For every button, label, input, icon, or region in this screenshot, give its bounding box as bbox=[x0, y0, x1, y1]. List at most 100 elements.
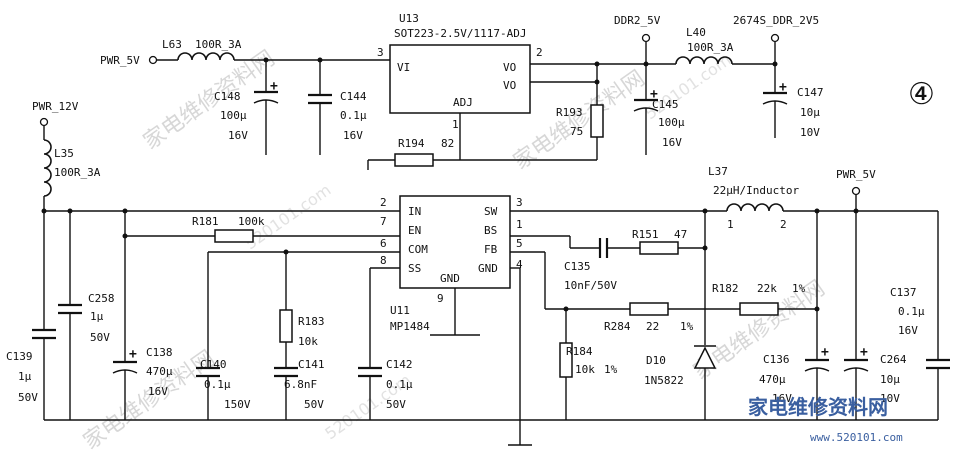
u13-pin-num-vi: 3 bbox=[377, 46, 384, 59]
u11-num-bs: 1 bbox=[516, 218, 523, 231]
r151-resistor bbox=[639, 241, 679, 255]
ddr2-5v-terminal bbox=[641, 33, 651, 43]
u13-pin-num-vo: 2 bbox=[536, 46, 543, 59]
u13-part: SOT223-2.5V/1117-ADJ bbox=[394, 27, 526, 40]
l37-value: 22µH/Inductor bbox=[713, 184, 799, 197]
r184-value: 10k bbox=[575, 363, 595, 376]
u11-pin-com: COM bbox=[408, 243, 428, 256]
c141-ref: C141 bbox=[298, 358, 325, 371]
c264-voltage: 10V bbox=[880, 392, 900, 405]
r184-tolerance: 1% bbox=[604, 363, 618, 376]
r194-value: 82 bbox=[441, 137, 454, 150]
c258-ref: C258 bbox=[88, 292, 115, 305]
r151-ref: R151 bbox=[632, 228, 659, 241]
l40-inductor bbox=[675, 56, 733, 65]
l35-inductor bbox=[43, 139, 52, 197]
svg-text:+: + bbox=[270, 79, 278, 94]
l35-value: 100R_3A bbox=[54, 166, 101, 179]
r284-value: 22 bbox=[646, 320, 659, 333]
u11-part: MP1484 bbox=[390, 320, 430, 333]
c137-value: 0.1µ bbox=[898, 305, 925, 318]
l37-inductor bbox=[726, 203, 784, 212]
c138-voltage: 16V bbox=[148, 385, 168, 398]
c135-value: 10nF/50V bbox=[564, 279, 617, 292]
u11-num-ss: 8 bbox=[380, 254, 387, 267]
c138-ref: C138 bbox=[146, 346, 173, 359]
u11-pin-bs: BS bbox=[484, 224, 497, 237]
u11-num-in: 2 bbox=[380, 196, 387, 209]
u11-num-gnd: 4 bbox=[516, 258, 523, 271]
c145-value: 100µ bbox=[658, 116, 685, 129]
r193-value: 75 bbox=[570, 125, 583, 138]
page-marker: ④ bbox=[908, 77, 935, 112]
r151-value: 47 bbox=[674, 228, 687, 241]
c136-voltage: 16V bbox=[772, 392, 792, 405]
ldo-section: PWR_5V L63 100R_3A + C148 100µ 16V C144 … bbox=[100, 12, 935, 170]
c139-voltage: 50V bbox=[18, 391, 38, 404]
pwr-5v-out-terminal bbox=[851, 186, 861, 196]
c145-ref: C145 bbox=[652, 98, 679, 111]
r284-tolerance: 1% bbox=[680, 320, 694, 333]
r193-ref: R193 bbox=[556, 106, 583, 119]
u13-pin-vi: VI bbox=[397, 61, 410, 74]
r194-resistor bbox=[394, 153, 434, 167]
r284-resistor bbox=[629, 302, 669, 316]
l37-ref: L37 bbox=[708, 165, 728, 178]
svg-text:+: + bbox=[821, 345, 829, 360]
r194-ref: R194 bbox=[398, 137, 425, 150]
c136-ref: C136 bbox=[763, 353, 790, 366]
net-label-pwr5v-in: PWR_5V bbox=[100, 54, 140, 67]
u11-num-fb: 5 bbox=[516, 237, 523, 250]
c144-value: 0.1µ bbox=[340, 109, 367, 122]
c147-voltage: 10V bbox=[800, 126, 820, 139]
c145-voltage: 16V bbox=[662, 136, 682, 149]
c258-value: 1µ bbox=[90, 310, 104, 323]
site-logo-text: 家电维修资料网 bbox=[748, 395, 888, 419]
c258-voltage: 50V bbox=[90, 331, 110, 344]
l37-pin1: 1 bbox=[727, 218, 734, 231]
site-logo: 家电维修资料网 www.520101.com bbox=[748, 395, 903, 444]
c148-value: 100µ bbox=[220, 109, 247, 122]
l63-value: 100R_3A bbox=[195, 38, 242, 51]
r183-ref: R183 bbox=[298, 315, 325, 328]
c148-ref: C148 bbox=[214, 90, 241, 103]
u11-body bbox=[399, 195, 511, 289]
u11-num-com: 6 bbox=[380, 237, 387, 250]
r182-value: 22k bbox=[757, 282, 777, 295]
r183-resistor bbox=[279, 309, 293, 343]
c147-ref: C147 bbox=[797, 86, 824, 99]
l63-inductor bbox=[177, 52, 235, 61]
u11-num-sw: 3 bbox=[516, 196, 523, 209]
r181-value: 100k bbox=[238, 215, 265, 228]
l40-value: 100R_3A bbox=[687, 41, 734, 54]
pwr-5v-in-terminal bbox=[148, 55, 158, 65]
r193-resistor bbox=[590, 104, 604, 138]
r182-ref: R182 bbox=[712, 282, 739, 295]
r284-ref: R284 bbox=[604, 320, 631, 333]
net-label-ddr-2v5: 2674S_DDR_2V5 bbox=[733, 14, 819, 27]
ddr-2v5-terminal bbox=[770, 33, 780, 43]
c144-ref: C144 bbox=[340, 90, 367, 103]
c138-value: 470µ bbox=[146, 365, 173, 378]
r183-value: 10k bbox=[298, 335, 318, 348]
pwr-12v-terminal bbox=[39, 117, 49, 127]
c142-value: 0.1µ bbox=[386, 378, 413, 391]
net-label-pwr12v: PWR_12V bbox=[32, 100, 79, 113]
svg-text:+: + bbox=[129, 347, 137, 362]
c264-value: 10µ bbox=[880, 373, 900, 386]
c148-voltage: 16V bbox=[228, 129, 248, 142]
c139-value: 1µ bbox=[18, 370, 32, 383]
d10-ref: D10 bbox=[646, 354, 666, 367]
u13-pin-vo2: VO bbox=[503, 79, 516, 92]
c137-ref: C137 bbox=[890, 286, 917, 299]
svg-text:+: + bbox=[779, 80, 787, 95]
r181-ref: R181 bbox=[192, 215, 219, 228]
net-label-ddr2-5v: DDR2_5V bbox=[614, 14, 661, 27]
c264-ref: C264 bbox=[880, 353, 907, 366]
svg-text:+: + bbox=[650, 87, 658, 102]
u13-pin-vo1: VO bbox=[503, 61, 516, 74]
site-logo-url: www.520101.com bbox=[810, 431, 903, 444]
c140-ref: C140 bbox=[200, 358, 227, 371]
c140-value: 0.1µ bbox=[204, 378, 231, 391]
